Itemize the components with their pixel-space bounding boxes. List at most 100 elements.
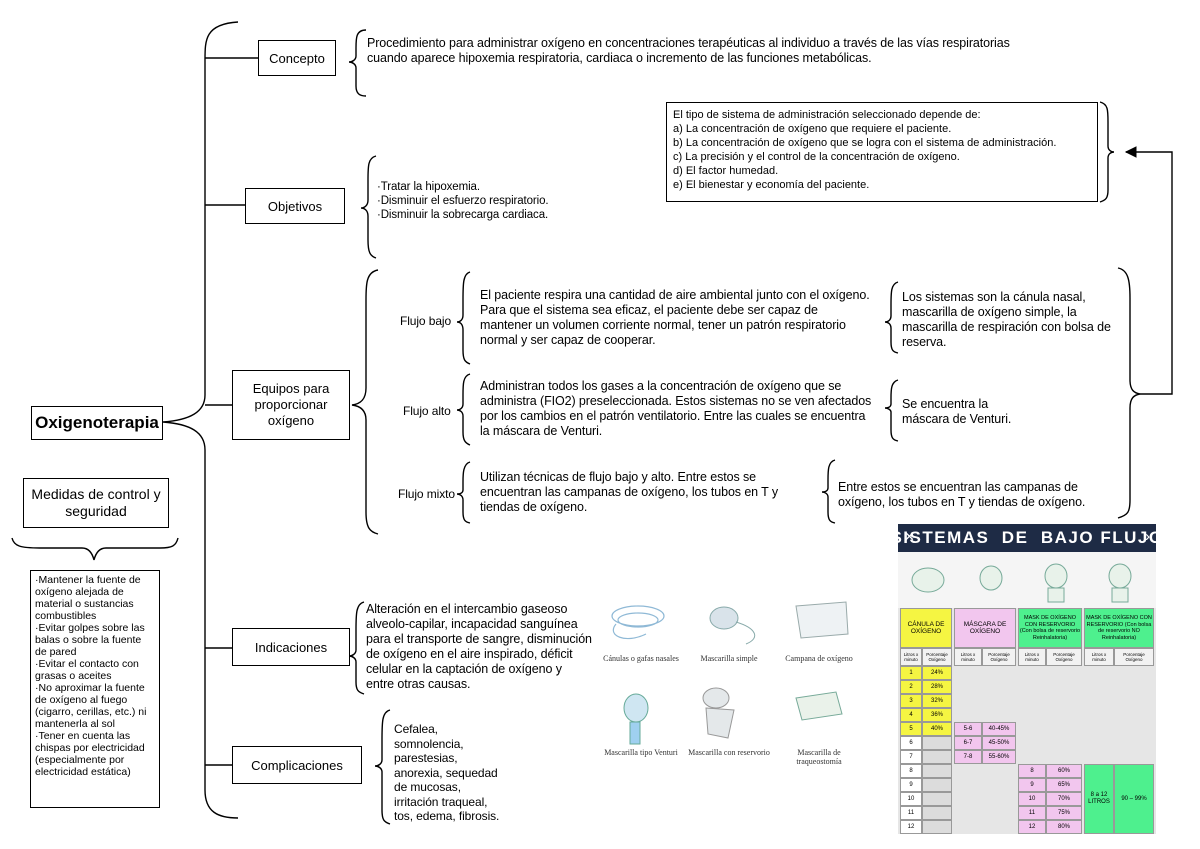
objetivos-node: Objetivos bbox=[245, 188, 345, 224]
bajo-flujo-table: SISTEMAS DE BAJO FLUJO ✕ › CÁNULA DE OXÍ… bbox=[898, 524, 1156, 834]
photo-caption-6: Mascarilla de traqueostomía bbox=[796, 748, 842, 766]
photo-caption-2: Mascarilla simple bbox=[700, 654, 758, 663]
photo-caption-5: Mascarilla con reservorio bbox=[688, 748, 770, 757]
flujo-mixto-detail: Entre estos se encuentran las campanas d… bbox=[838, 480, 1086, 509]
root-title: Oxigenoterapia bbox=[35, 413, 159, 432]
mascara-l-cell: 5-6 bbox=[954, 722, 982, 736]
liter-cell: 2 bbox=[900, 680, 922, 694]
flujo-alto-text: Administran todos los gases a la concent… bbox=[480, 379, 872, 438]
mascara-pct-cell: 55-60% bbox=[982, 750, 1016, 764]
reservorio-pct-cell: 65% bbox=[1046, 778, 1082, 792]
reservorio-l-cell: 12 bbox=[1018, 820, 1046, 834]
canula-pct-cell bbox=[922, 778, 952, 792]
next-arrow-icon[interactable]: › bbox=[1145, 528, 1150, 545]
noreb-pct-cell: 90 – 99% bbox=[1114, 764, 1154, 834]
equipos-node: Equipos para proporcionar oxígeno bbox=[232, 370, 350, 440]
canula-pct-cell: 32% bbox=[922, 694, 952, 708]
canula-pct-cell bbox=[922, 792, 952, 806]
flujo-alto-label: Flujo alto bbox=[403, 404, 451, 418]
arrow-head bbox=[1124, 146, 1137, 158]
sistema-box: El tipo de sistema de administración sel… bbox=[666, 102, 1098, 202]
noreb-l-cell: 8 a 12 LITROS bbox=[1084, 764, 1114, 834]
reservorio-pct-cell: 60% bbox=[1046, 764, 1082, 778]
liter-cell: 12 bbox=[900, 820, 922, 834]
canula-pct-cell bbox=[922, 820, 952, 834]
canula-pct-cell: 24% bbox=[922, 666, 952, 680]
header-no-reinhalatoria: MASK DE OXÍGENO CON RESERVORIO (Con bols… bbox=[1084, 608, 1154, 648]
liter-cell: 4 bbox=[900, 708, 922, 722]
reservorio-pct-cell: 75% bbox=[1046, 806, 1082, 820]
equipos-label: Equipos para proporcionar oxígeno bbox=[252, 381, 330, 428]
header-mascara: MÁSCARA DE OXÍGENO bbox=[954, 608, 1016, 648]
liter-cell: 6 bbox=[900, 736, 922, 750]
flujo-alto-detail: Se encuentra la máscara de Venturi. bbox=[902, 397, 1012, 426]
reservorio-l-cell: 9 bbox=[1018, 778, 1046, 792]
sub-pct-4: Porcentaje Oxígeno bbox=[1114, 648, 1154, 666]
photo-caption-4: Mascarilla tipo Venturi bbox=[604, 748, 678, 757]
liter-cell: 8 bbox=[900, 764, 922, 778]
complicaciones-node: Complicaciones bbox=[232, 746, 362, 784]
reservorio-l-cell: 8 bbox=[1018, 764, 1046, 778]
reservorio-pct-cell: 80% bbox=[1046, 820, 1082, 834]
canula-pct-cell bbox=[922, 806, 952, 820]
reservorio-l-cell: 10 bbox=[1018, 792, 1046, 806]
liter-cell: 1 bbox=[900, 666, 922, 680]
sub-pct-3: Porcentaje Oxígeno bbox=[1046, 648, 1082, 666]
flujo-bajo-label: Flujo bajo bbox=[400, 314, 452, 328]
liter-cell: 9 bbox=[900, 778, 922, 792]
header-canula: CÁNULA DE OXÍGENO bbox=[900, 608, 952, 648]
sub-lpm-3: Litros x minuto bbox=[1018, 648, 1046, 666]
indicaciones-label: Indicaciones bbox=[254, 639, 328, 655]
sub-pct-2: Porcentaje Oxígeno bbox=[982, 648, 1016, 666]
sub-lpm-4: Litros x minuto bbox=[1084, 648, 1114, 666]
sub-pct-1: Porcentaje Oxígeno bbox=[922, 648, 952, 666]
canula-pct-cell: 36% bbox=[922, 708, 952, 722]
sub-lpm-1: Litros x minuto bbox=[900, 648, 922, 666]
oxygen-devices-photos: Cánulas o gafas nasales Mascarilla simpl… bbox=[596, 588, 866, 814]
medidas-items-box: ·Mantener la fuente de oxígeno alejada d… bbox=[30, 570, 160, 808]
root-node: Oxigenoterapia bbox=[31, 406, 163, 440]
medidas-title: Medidas de control y seguridad bbox=[31, 486, 161, 519]
prev-arrow-icon[interactable]: ✕ bbox=[904, 529, 915, 544]
sistema-text: El tipo de sistema de administración sel… bbox=[673, 109, 1057, 191]
header-reservorio: MASK DE OXÍGENO CON RESERVORIO (Con bols… bbox=[1018, 608, 1082, 648]
main-brace bbox=[162, 21, 239, 819]
sub-lpm-2: Litros x minuto bbox=[954, 648, 982, 666]
liter-cell: 3 bbox=[900, 694, 922, 708]
indicaciones-node: Indicaciones bbox=[232, 628, 350, 666]
photo-caption-1: Cánulas o gafas nasales bbox=[603, 654, 679, 663]
photo-caption-3: Campana de oxígeno bbox=[785, 654, 853, 663]
concepto-node: Concepto bbox=[258, 40, 336, 76]
flujo-mixto-label: Flujo mixto bbox=[398, 487, 455, 501]
flujo-mixto-text: Utilizan técnicas de flujo bajo y alto. … bbox=[480, 470, 779, 514]
complicaciones-label: Complicaciones bbox=[251, 757, 343, 773]
liter-cell: 10 bbox=[900, 792, 922, 806]
canula-pct-cell bbox=[922, 736, 952, 750]
mascara-l-cell: 7-8 bbox=[954, 750, 982, 764]
objetivos-text: ·Tratar la hipoxemia. ·Disminuir el esfu… bbox=[377, 181, 549, 221]
liter-cell: 5 bbox=[900, 722, 922, 736]
mascara-l-cell: 6-7 bbox=[954, 736, 982, 750]
medidas-title-box: Medidas de control y seguridad bbox=[23, 478, 169, 528]
mascara-pct-cell: 40-45% bbox=[982, 722, 1016, 736]
mascara-pct-cell: 45-50% bbox=[982, 736, 1016, 750]
canula-pct-cell bbox=[922, 750, 952, 764]
reservorio-l-cell: 11 bbox=[1018, 806, 1046, 820]
device-images-row bbox=[898, 552, 1156, 608]
canula-pct-cell bbox=[922, 764, 952, 778]
devices-illustration bbox=[611, 601, 849, 745]
concepto-label: Concepto bbox=[269, 50, 325, 66]
liter-cell: 11 bbox=[900, 806, 922, 820]
table-title-text: SISTEMAS DE BAJO FLUJO bbox=[898, 528, 1156, 547]
concepto-text: Procedimiento para administrar oxígeno e… bbox=[367, 36, 1010, 65]
canula-pct-cell: 40% bbox=[922, 722, 952, 736]
indicaciones-text: Alteración en el intercambio gaseoso alv… bbox=[366, 602, 592, 691]
canula-pct-cell: 28% bbox=[922, 680, 952, 694]
complicaciones-text: Cefalea, somnolencia, parestesias, anore… bbox=[394, 722, 500, 823]
reservorio-pct-cell: 70% bbox=[1046, 792, 1082, 806]
flujo-bajo-detail: Los sistemas son la cánula nasal, mascar… bbox=[902, 290, 1111, 349]
table-title: SISTEMAS DE BAJO FLUJO bbox=[898, 524, 1156, 552]
liter-cell: 7 bbox=[900, 750, 922, 764]
objetivos-label: Objetivos bbox=[267, 198, 323, 214]
